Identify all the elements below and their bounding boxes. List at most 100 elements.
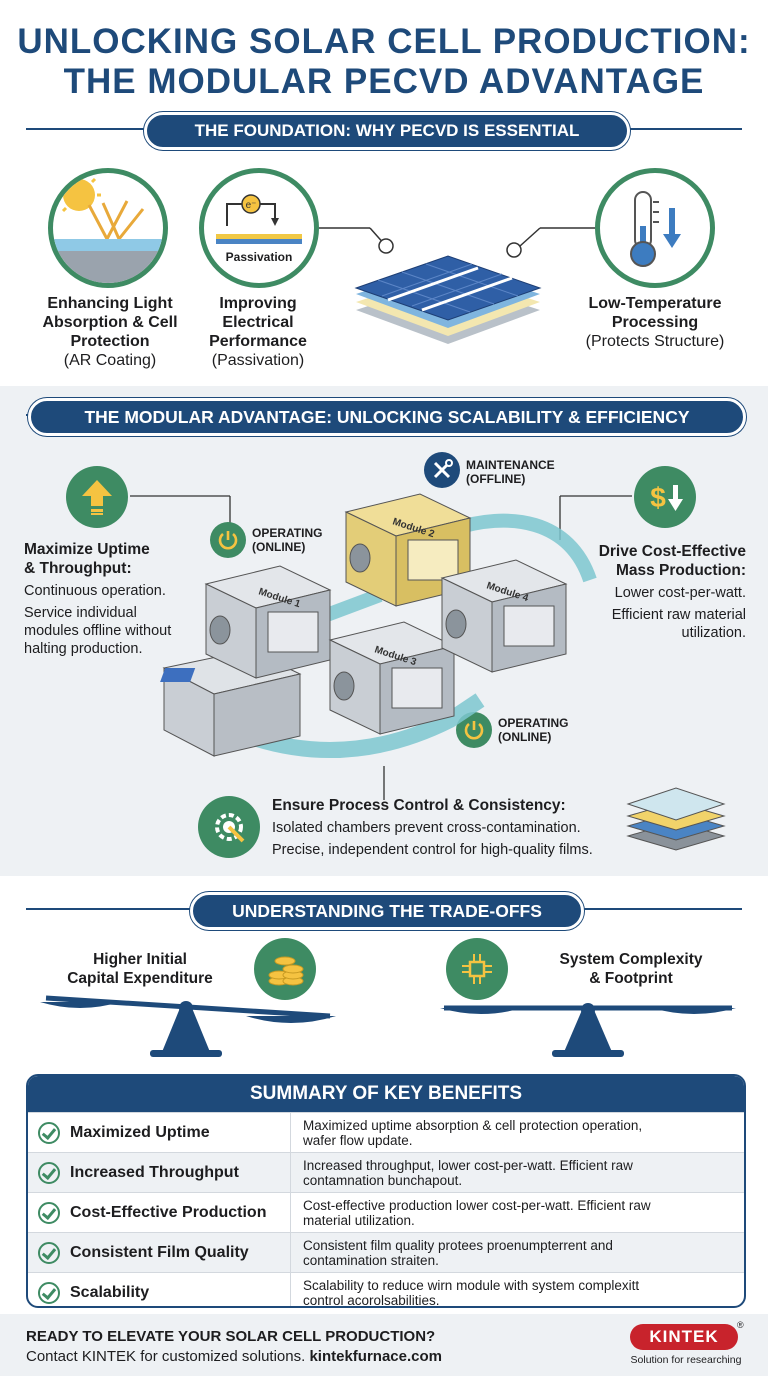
caption-title: Enhancing Light (47, 295, 173, 312)
thermometer-icon (595, 168, 715, 288)
footer-cta: READY TO ELEVATE YOUR SOLAR CELL PRODUCT… (26, 1328, 436, 1345)
status-text: (ONLINE) (498, 730, 552, 744)
row-label: Maximized Uptime (70, 1123, 210, 1141)
uptime-body: Continuous operation. (24, 583, 166, 599)
module-2: Module 2 (344, 493, 472, 607)
check-circle-icon (38, 1281, 60, 1304)
title-line-1: UNLOCKING SOLAR CELL PRODUCTION: (17, 22, 751, 61)
caption-title: Improving (219, 295, 297, 312)
control-title: Ensure Process Control & Consistency: (272, 797, 566, 814)
uptime-block: Maximize Uptime & Throughput: Continuous… (24, 540, 214, 658)
row-desc: wafer flow update. (303, 1132, 413, 1148)
caption-title: Protection (70, 333, 150, 350)
status-operating-2: OPERATING (ONLINE) (498, 716, 568, 744)
cost-body: utilization. (681, 625, 746, 641)
brand-logo: KINTEK (630, 1324, 738, 1350)
row-label: Cost-Effective Production (70, 1203, 267, 1221)
summary-heading: SUMMARY OF KEY BENEFITS (28, 1076, 744, 1112)
row-desc: material utilization. (303, 1212, 415, 1228)
control-block: Ensure Process Control & Consistency: Is… (272, 796, 632, 859)
caption-sub: (Passivation) (211, 352, 305, 369)
uptime-title: Maximize Uptime (24, 541, 150, 558)
footer-link[interactable]: kintekfurnace.com (309, 1348, 442, 1365)
status-operating-1: OPERATING (ONLINE) (252, 526, 322, 554)
uptime-body: Service individual (24, 605, 137, 621)
capex-text: Capital Expenditure (67, 970, 213, 987)
cost-title: Mass Production: (615, 562, 746, 579)
cost-body: Efficient raw material (611, 607, 746, 623)
svg-text:e⁻: e⁻ (246, 200, 257, 211)
footer: READY TO ELEVATE YOUR SOLAR CELL PRODUCT… (0, 1314, 768, 1376)
sun-ar-coating-icon (48, 168, 168, 288)
wrench-screwdriver-icon (424, 452, 460, 488)
ar-coating-caption: Enhancing Light Absorption & Cell Protec… (20, 294, 200, 370)
status-text: OPERATING (498, 716, 569, 730)
row-desc: Maximized uptime absorption & cell prote… (303, 1117, 643, 1133)
gear-wrench-icon (198, 796, 260, 858)
passivation-caption: Improving Electrical Performance (Passiv… (178, 294, 338, 370)
capex-block: Higher Initial Capital Expenditure (48, 950, 232, 988)
brand-name: KINTEK (649, 1327, 719, 1346)
row-desc: contamnation bunchapout. (303, 1172, 463, 1188)
passivation-label: Passivation (225, 250, 293, 264)
check-circle-icon (38, 1201, 60, 1224)
caption-title: Low-Temperature (588, 295, 722, 312)
modular-heading: THE MODULAR ADVANTAGE: UNLOCKING SCALABI… (28, 398, 746, 436)
uptime-body: halting production. (24, 641, 143, 657)
footer-contact: Contact KINTEK for customized solutions.… (26, 1348, 442, 1365)
tradeoffs-heading: UNDERSTANDING THE TRADE-OFFS (190, 892, 584, 930)
table-row: Scalability Scalability to reduce wirn m… (28, 1272, 744, 1306)
module-1: Module 1 (204, 565, 332, 679)
row-label: Scalability (70, 1283, 150, 1301)
title-line-2: THE MODULAR PECVD ADVANTAGE (63, 62, 705, 101)
module-cluster-illustration: Module 1 Module 2 Module 3 Module 4 (160, 493, 597, 758)
power-icon (210, 522, 246, 558)
module-4: Module 4 (440, 559, 568, 673)
cost-title: Drive Cost-Effective (598, 543, 746, 560)
table-row: Increased Throughput Increased throughpu… (28, 1152, 744, 1192)
check-circle-icon (38, 1241, 60, 1264)
complexity-block: System Complexity & Footprint (536, 950, 726, 988)
row-desc: contamination straiten. (303, 1252, 439, 1268)
svg-text:$: $ (650, 482, 666, 513)
low-temp-caption: Low-Temperature Processing (Protects Str… (560, 294, 750, 351)
caption-title: Performance (209, 333, 307, 350)
status-text: MAINTENANCE (466, 458, 555, 472)
scale-right-icon (440, 1003, 736, 1057)
caption-title: Processing (611, 314, 699, 331)
uptime-title: & Throughput: (24, 560, 132, 577)
table-row: Cost-Effective Production Cost-effective… (28, 1192, 744, 1232)
circuit-chip-icon (446, 938, 508, 1000)
cost-down-icon: $ (634, 466, 696, 528)
row-desc: Cost-effective production lower cost-per… (303, 1197, 651, 1213)
status-text: (OFFLINE) (466, 472, 526, 486)
capex-text: Higher Initial (93, 951, 187, 968)
status-text: (ONLINE) (252, 540, 306, 554)
table-row: Maximized Uptime Maximized uptime absorp… (28, 1112, 744, 1152)
control-body: Isolated chambers prevent cross-contamin… (272, 820, 581, 836)
modular-connectors (130, 495, 632, 800)
footer-contact-text: Contact KINTEK for customized solutions. (26, 1348, 310, 1365)
caption-sub: (AR Coating) (63, 352, 157, 369)
arrow-up-icon (66, 466, 128, 528)
complexity-text: System Complexity (559, 951, 703, 968)
uptime-body: modules offline without (24, 623, 172, 639)
row-label: Increased Throughput (70, 1163, 239, 1181)
row-desc: Increased throughput, lower cost-per-wat… (303, 1157, 633, 1173)
row-label: Consistent Film Quality (70, 1243, 249, 1261)
solar-wafer-icon (354, 255, 542, 344)
brand-mark: ® (737, 1320, 744, 1330)
film-layers-icon (626, 787, 726, 851)
cost-block: Drive Cost-Effective Mass Production: Lo… (556, 542, 746, 642)
brand-tagline: Solution for researching (630, 1354, 742, 1366)
caption-title: Absorption & Cell (42, 314, 178, 331)
table-row: Consistent Film Quality Consistent film … (28, 1232, 744, 1272)
control-body: Precise, independent control for high-qu… (272, 842, 593, 858)
row-desc: Scalability to reduce wirn module with s… (303, 1277, 640, 1293)
caption-title: Electrical (222, 314, 294, 331)
row-desc: Consistent film quality protees proenump… (303, 1237, 613, 1253)
foundation-heading: THE FOUNDATION: WHY PECVD IS ESSENTIAL (144, 112, 630, 150)
foundation-connectors (319, 227, 595, 258)
check-circle-icon (38, 1161, 60, 1184)
loader-unit (160, 649, 302, 757)
